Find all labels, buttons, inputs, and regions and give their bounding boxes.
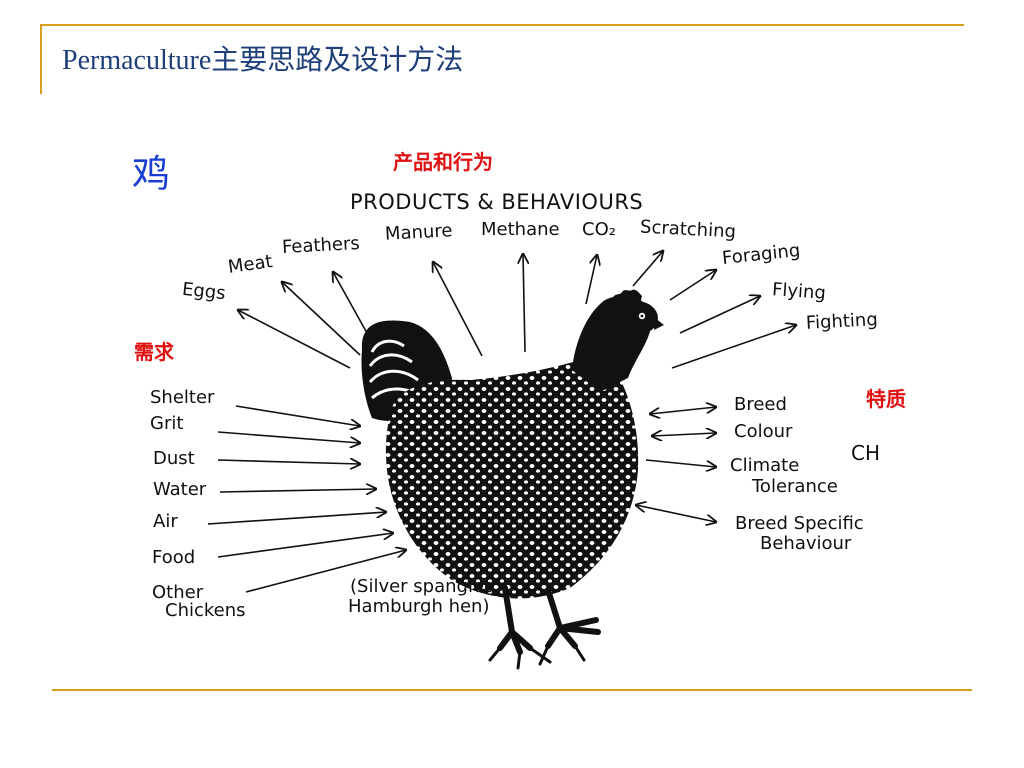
need-other: Other	[152, 582, 204, 603]
need-shelter: Shelter	[150, 387, 215, 408]
hen-leg-left	[497, 585, 533, 655]
arrow-climate	[645, 459, 716, 467]
arrow-dust	[217, 460, 360, 464]
arrow-food	[217, 533, 393, 558]
products-header: PRODUCTS & BEHAVIOURS	[350, 190, 644, 214]
arrow-air	[207, 512, 386, 525]
trait-breed: Breed	[734, 394, 787, 415]
arrow-water	[219, 489, 376, 492]
arrow-manure	[433, 262, 483, 357]
arrow-co2	[585, 255, 597, 305]
need-chickens: Chickens	[165, 600, 246, 621]
output-co2: CO₂	[582, 219, 616, 240]
trait-behaviour: Behaviour	[760, 533, 852, 554]
arrow-breed	[650, 407, 716, 414]
need-grit: Grit	[150, 413, 184, 434]
arrow-other-chickens	[245, 550, 406, 593]
need-food: Food	[152, 547, 196, 568]
need-arrows	[207, 405, 406, 593]
hen-comb	[612, 289, 642, 306]
trait-colour: Colour	[734, 421, 793, 442]
arrow-methane	[523, 254, 525, 353]
hen-illustration	[361, 289, 664, 670]
arrow-meat	[282, 282, 361, 356]
needs-label-cn: 需求	[134, 340, 174, 364]
hen-body	[385, 352, 639, 599]
arrow-fighting	[671, 325, 796, 369]
hen-beak	[654, 318, 664, 330]
top-border-line	[40, 24, 964, 26]
traits-label-cn: 特质	[866, 387, 906, 411]
output-manure: Manure	[384, 220, 453, 245]
caption-line-2: Hamburgh hen)	[348, 596, 490, 617]
arrow-shelter	[235, 405, 360, 426]
need-air: Air	[153, 511, 178, 532]
products-label-cn: 产品和行为	[393, 150, 493, 174]
output-arrows	[238, 251, 796, 369]
trait-tolerance: Tolerance	[752, 476, 838, 497]
caption-line-1: (Silver spangled	[350, 576, 496, 597]
hen-head	[614, 301, 658, 335]
bottom-border-line	[52, 689, 972, 691]
output-methane: Methane	[481, 219, 560, 240]
subject-label: 鸡	[132, 154, 171, 196]
output-feathers: Feathers	[281, 232, 361, 259]
left-border-line	[40, 24, 42, 94]
arrow-flying	[679, 296, 760, 334]
traits-abbr: CH	[851, 441, 881, 465]
arrow-breed-specific	[636, 505, 716, 522]
output-flying: Flying	[771, 279, 827, 304]
hen-leg-right	[545, 587, 601, 649]
trait-breed-specific: Breed Specific	[735, 513, 864, 534]
arrow-feathers	[333, 272, 373, 343]
need-water: Water	[153, 479, 207, 500]
output-eggs: Eggs	[181, 278, 227, 305]
output-scratching: Scratching	[639, 216, 737, 243]
arrow-colour	[652, 433, 716, 436]
output-fighting: Fighting	[805, 309, 879, 334]
trait-arrows	[636, 407, 716, 522]
need-dust: Dust	[153, 448, 195, 469]
arrow-scratching	[632, 251, 663, 287]
trait-climate: Climate	[730, 455, 800, 476]
slide-title: Permaculture主要思路及设计方法	[62, 45, 464, 76]
arrow-eggs	[238, 310, 351, 369]
arrow-grit	[217, 431, 360, 443]
arrow-foraging	[669, 270, 716, 301]
